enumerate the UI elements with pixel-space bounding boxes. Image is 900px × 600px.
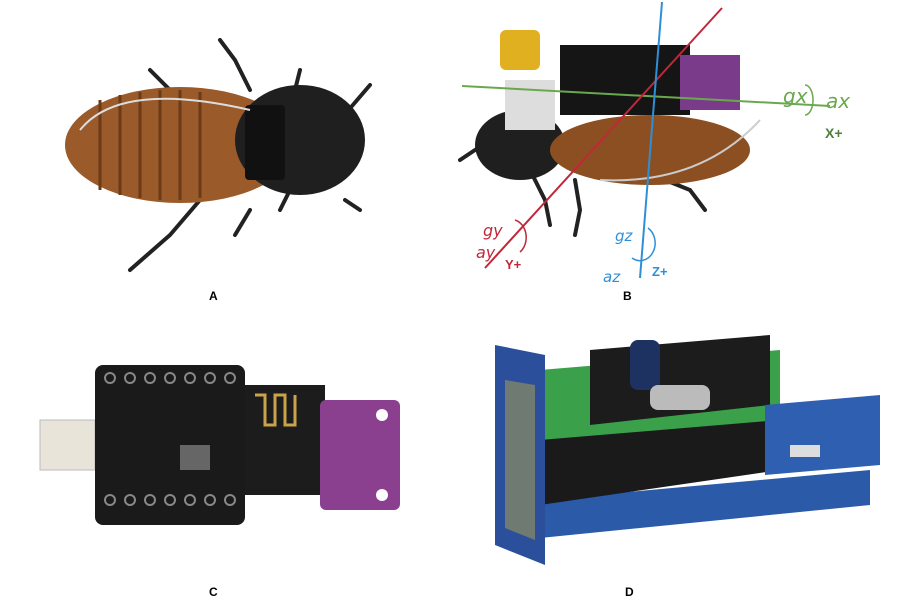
label-ax: ax xyxy=(826,89,850,113)
label-az: az xyxy=(603,268,621,286)
panel-d-photo xyxy=(495,335,880,565)
panel-label-d: D xyxy=(625,585,634,599)
panel-b-photo xyxy=(458,30,761,237)
panel-c-photo xyxy=(39,365,400,525)
panel-label-b: B xyxy=(623,289,632,303)
label-x-plus: X+ xyxy=(825,125,843,141)
label-gz: gz xyxy=(615,227,634,245)
axis-x xyxy=(461,84,831,116)
label-gx: gx xyxy=(783,84,808,108)
label-y-plus: Y+ xyxy=(505,257,522,272)
label-gy: gy xyxy=(483,221,503,240)
axis-z xyxy=(631,1,663,279)
panel-label-c: C xyxy=(209,585,218,599)
axis-y xyxy=(484,7,723,269)
label-ay: ay xyxy=(476,243,496,262)
panel-label-a: A xyxy=(209,289,218,303)
label-z-plus: Z+ xyxy=(652,264,668,279)
panel-a-photo xyxy=(65,38,372,272)
